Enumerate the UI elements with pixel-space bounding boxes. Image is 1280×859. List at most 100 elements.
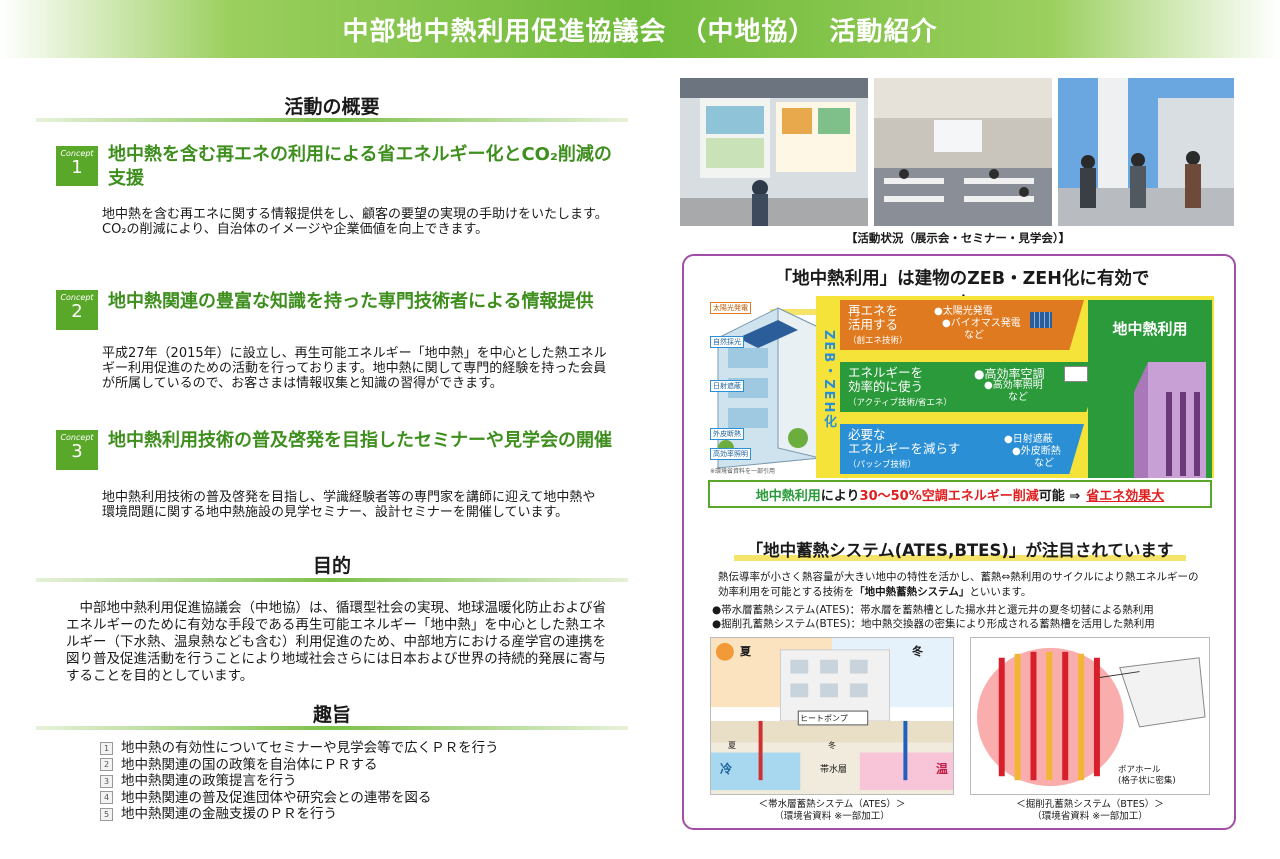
gist-number: 4: [100, 791, 113, 805]
gist-text: 地中熱関連の金融支援のＰＲを行う: [121, 806, 337, 822]
gist-text: 地中熱関連の政策提言を行う: [121, 773, 297, 789]
gist-rule: [36, 726, 628, 730]
example-item: など: [1008, 392, 1028, 403]
caption-line: ＜帯水層蓄熱システム（ATES）＞: [758, 799, 906, 810]
gist-heading: 趣旨: [312, 704, 351, 726]
ates-summer-label: 夏: [740, 645, 751, 658]
purpose-heading: 目的: [312, 555, 351, 577]
concept-1-body: 地中熱を含む再エネに関する情報提供をし、顧客の要望の実現の手助けをいたします。 …: [102, 207, 608, 237]
ates-title: 「地中蓄熱システム(ATES,BTES)」が注目されています: [734, 537, 1186, 561]
concept-2-title: 地中熱関連の豊富な知識を持った専門技術者による情報提供: [108, 291, 594, 312]
caption-line: ＜掘削孔蓄熱システム（BTES）＞: [1016, 799, 1164, 810]
band-sub-text: （アクティブ技術/省エネ）: [848, 398, 952, 408]
example-item: ●高効率空調: [974, 367, 1045, 381]
ates-aquifer-label: 帯水層: [820, 765, 848, 775]
band-renewable-examples: ●太陽光発電 ●バイオマス発電 など: [934, 306, 1021, 342]
concept-badge-1: Concept 1: [56, 146, 98, 186]
concept-1-title: 地中熱を含む再エネの利用による省エネルギー化とCO₂削減の支援: [108, 144, 612, 189]
house-label-lighting: 高効率照明: [710, 448, 751, 460]
geothermal-label: 地中熱利用: [1112, 320, 1188, 338]
ates-bullet: ●掘削孔蓄熱システム(BTES)：地中熱交換器の密集により形成される蓄熱槽を活用…: [712, 618, 1155, 630]
site-visit-photo: [1058, 78, 1234, 226]
example-item: など: [964, 330, 984, 341]
ates-description: 熱伝導率が小さく熱容量が大きい地中の特性を活かし、蓄熱⇔熱利用のサイクルにより熱…: [718, 570, 1208, 600]
band-label-text: 必要な エネルギーを減らす: [848, 427, 961, 456]
purpose-rule: [36, 578, 628, 582]
house-label-daylight: 自然採光: [710, 336, 744, 348]
exhibition-photo: [680, 78, 868, 226]
list-item: 5 地中熱関連の金融支援のＰＲを行う: [100, 806, 499, 823]
list-item: 4 地中熱関連の普及促進団体や研究会との連帯を図る: [100, 790, 499, 807]
zeb-panel: [682, 254, 1236, 830]
concept-badge-word: Concept: [60, 149, 94, 158]
band-efficiency: [840, 362, 1102, 412]
effect-part: により: [820, 488, 860, 504]
ates-bullet: ●帯水層蓄熱システム(ATES)：帯水層を蓄熱槽とした揚水井と還元井の夏冬切替に…: [712, 604, 1154, 616]
ates-text-bold: 「地中熱蓄熱システム」: [854, 586, 970, 598]
gist-number: 1: [100, 741, 113, 755]
example-item: ●バイオマス発電: [942, 318, 1021, 329]
purpose-text: 中部地中熱利用促進協議会（中地協）は、循環型社会の実現、地球温暖化防止および省エ…: [66, 600, 606, 684]
band-passive: [840, 424, 1084, 474]
geothermal-box: [1088, 300, 1212, 478]
effect-part: 可能 ⇒: [1038, 488, 1081, 504]
gist-text: 地中熱関連の普及促進団体や研究会との連帯を図る: [121, 789, 432, 806]
gist-number: 5: [100, 807, 113, 821]
effect-part: 地中熱利用: [755, 488, 821, 504]
house-label-shading: 日射遮蔽: [710, 380, 744, 392]
ates-summer-small: 夏: [728, 741, 736, 750]
solar-panel-icon: [1030, 312, 1052, 328]
ates-text-part: といいます。: [969, 586, 1032, 598]
effect-highlight: 30～50%空調エネルギー削減: [859, 488, 1039, 504]
btes-caption: ＜掘削孔蓄熱システム（BTES）＞ （環境省資料 ※一部加工）: [970, 799, 1210, 823]
band-sub-text: （パッシブ技術）: [848, 460, 917, 470]
band-renewable-label: 再エネを 活用する （創エネ技術）: [848, 304, 908, 347]
effect-conclusion: 省エネ効果大: [1086, 488, 1165, 504]
ates-diagram: [710, 637, 954, 795]
ates-bullets: ●帯水層蓄熱システム(ATES)：帯水層を蓄熱槽とした揚水井と還元井の夏冬切替に…: [712, 603, 1212, 631]
seminar-photo: [874, 78, 1052, 226]
gist-number: 2: [100, 758, 113, 772]
overview-heading: 活動の概要: [284, 96, 380, 118]
concept-badge-number: 3: [71, 441, 83, 462]
band-sub-text: （創エネ技術）: [848, 336, 908, 346]
title-banner: 中部地中熱利用促進協議会 （中地協） 活動紹介: [0, 0, 1280, 58]
example-item: ●太陽光発電: [934, 306, 993, 317]
band-passive-label: 必要な エネルギーを減らす （パッシブ技術）: [848, 428, 960, 471]
borehole-label: ボアホール (格子状に密集): [1116, 764, 1178, 788]
list-item: 2 地中熱関連の国の政策を自治体にＰＲする: [100, 757, 499, 774]
gist-text: 地中熱関連の国の政策を自治体にＰＲする: [121, 756, 378, 773]
concept-badge-2: Concept 2: [56, 290, 98, 330]
overview-rule: [36, 118, 628, 122]
ates-winter-label: 冬: [912, 645, 923, 658]
ates-text-part: 熱伝導率が小さく熱容量が大きい地中の特性を活かし、蓄熱⇔熱利用のサイクルにより熱…: [718, 571, 1199, 598]
gist-number: 3: [100, 774, 113, 788]
band-label-text: 再エネを 活用する: [848, 303, 899, 332]
example-item: ●外皮断熱: [1012, 446, 1061, 457]
ates-warm-label: 温: [936, 762, 949, 776]
concept-3-title: 地中熱利用技術の普及啓発を目指したセミナーや見学会の開催: [108, 430, 612, 451]
caption-line: （環境省資料 ※一部加工）: [1032, 811, 1148, 822]
concept-badge-word: Concept: [60, 433, 94, 442]
effect-statement: 地中熱利用 により 30～50%空調エネルギー削減 可能 ⇒ 省エネ効果大: [708, 480, 1212, 508]
example-item: ●高効率照明: [984, 380, 1043, 391]
band-label-text: エネルギーを 効率的に使う: [848, 365, 924, 394]
ates-cold-label: 冷: [720, 762, 733, 776]
band-passive-examples: ●日射遮蔽 ●外皮断熱 など: [1004, 434, 1061, 470]
house-note: ※環境省資料を一部引用: [710, 468, 776, 475]
band-efficiency-label: エネルギーを 効率的に使う （アクティブ技術/省エネ）: [848, 366, 952, 409]
house-label-solar: 太陽光発電: [710, 302, 751, 314]
gist-text: 地中熱の有効性についてセミナーや見学会等で広くＰＲを行う: [121, 740, 499, 756]
heat-pump-label: ヒートポンプ: [800, 714, 848, 723]
list-item: 1 地中熱の有効性についてセミナーや見学会等で広くＰＲを行う: [100, 740, 499, 757]
example-item: など: [1034, 458, 1054, 469]
page-title: 中部地中熱利用促進協議会 （中地協） 活動紹介: [342, 16, 938, 47]
borehole-label-line: ボアホール: [1118, 765, 1161, 775]
band-efficiency-examples: ●高効率空調 ●高効率照明 など: [974, 368, 1044, 404]
house-label-insulation: 外皮断熱: [710, 428, 744, 440]
air-conditioner-icon: [1064, 366, 1088, 382]
concept-badge-number: 1: [71, 157, 83, 178]
concept-3-body: 地中熱利用技術の普及啓発を目指し、学識経験者等の専門家を講師に迎えて地中熱や環境…: [102, 490, 596, 520]
photo-caption: 【活動状況（展示会・セミナー・見学会）】: [845, 231, 1071, 245]
concept-badge-3: Concept 3: [56, 430, 98, 470]
